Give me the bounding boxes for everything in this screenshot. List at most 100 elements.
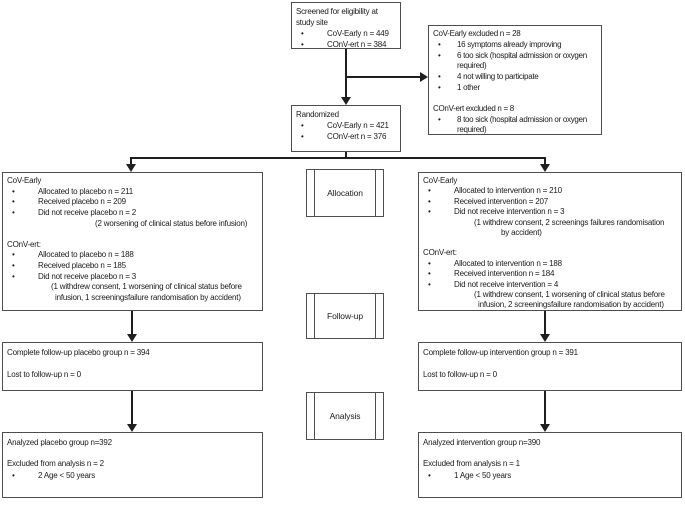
stage-label: Analysis bbox=[314, 393, 376, 439]
randomized-box: Randomized•CoV-Early n = 421•COnV-ert n … bbox=[291, 105, 401, 152]
arrow-down-icon bbox=[126, 164, 136, 172]
bullet-line: • Received placebo n = 185 bbox=[5, 261, 260, 272]
text-line: Excluded from analysis n = 2 bbox=[7, 459, 104, 469]
bullet-dot-icon: • bbox=[12, 260, 15, 270]
bullet-dot-icon: • bbox=[428, 470, 431, 480]
text-line: study site bbox=[296, 18, 328, 27]
text-line: (1 withdrew consent, 1 worsening of clin… bbox=[51, 282, 242, 292]
analysis-intervention-box: Analyzed intervention group n=390 Exclud… bbox=[418, 432, 682, 498]
connector-randomization-split bbox=[131, 157, 546, 159]
bullet-text: 8 too sick (hospital admission or oxygen bbox=[457, 114, 587, 124]
bullet-text: Received placebo n = 209 bbox=[38, 197, 126, 207]
bullet-text: 4 not willing to participate bbox=[457, 72, 539, 82]
bullet-dot-icon: • bbox=[12, 470, 15, 480]
connector-split-right-stub bbox=[544, 157, 546, 165]
bullet-dot-icon: • bbox=[301, 121, 304, 130]
bullet-text: 6 too sick (hospital admission or oxygen bbox=[457, 50, 587, 60]
bullet-text: Allocated to intervention n = 210 bbox=[454, 186, 562, 196]
text-line: (1 withdrew consent, 1 worsening of clin… bbox=[474, 290, 665, 300]
bullet-line: • Allocated to intervention n = 210 bbox=[421, 186, 679, 196]
connector-screened-to-randomized bbox=[345, 49, 347, 98]
bullet-text: Allocated to placebo n = 188 bbox=[38, 250, 134, 260]
bullet-text: Allocated to intervention n = 188 bbox=[454, 258, 562, 268]
bullet-line: • Received intervention = 207 bbox=[421, 197, 679, 207]
arrow-down-icon bbox=[127, 334, 137, 342]
text-line: Complete follow-up intervention group n … bbox=[423, 348, 578, 357]
bullet-text: Received placebo n = 185 bbox=[38, 260, 126, 270]
stage-label: Follow-up bbox=[314, 294, 376, 338]
bullet-dot-icon: • bbox=[12, 271, 15, 281]
bullet-line: • COnV-ert n = 376 bbox=[294, 131, 398, 142]
bullet-dot-icon: • bbox=[438, 72, 441, 82]
bullet-dot-icon: • bbox=[301, 40, 304, 49]
stage-label: Allocation bbox=[314, 170, 376, 216]
bullet-text: Did not receive intervention = 4 bbox=[454, 279, 559, 289]
followup-placebo-box: Complete follow-up placebo group n = 394… bbox=[2, 342, 263, 391]
bullet-text: Received intervention = 207 bbox=[454, 196, 548, 206]
bullet-dot-icon: • bbox=[438, 39, 441, 49]
bullet-line: • 16 symptoms already improving bbox=[431, 40, 599, 51]
connector-randomized-stub bbox=[345, 152, 347, 158]
text-line: Lost to follow-up n = 0 bbox=[423, 369, 497, 379]
bullet-text: COnV-ert n = 376 bbox=[327, 132, 387, 141]
followup-intervention-box: Complete follow-up intervention group n … bbox=[418, 342, 682, 391]
bullet-text: Did not receive placebo n = 2 bbox=[38, 208, 137, 218]
bullet-text: Did not receive intervention n = 3 bbox=[454, 207, 565, 217]
bullet-dot-icon: • bbox=[12, 250, 15, 260]
bullet-text: 16 symptoms already improving bbox=[457, 39, 562, 49]
text-line: Excluded from analysis n = 1 bbox=[423, 459, 520, 469]
bullet-line: •Did not receive placebo n = 3 bbox=[5, 272, 260, 283]
text-line bbox=[421, 359, 679, 369]
arrow-down-icon bbox=[540, 334, 550, 342]
bullet-line: •Received intervention n = 184 bbox=[421, 269, 679, 279]
bullet-dot-icon: • bbox=[428, 196, 431, 206]
bullet-line: •2 Age < 50 years bbox=[5, 470, 260, 481]
text-line bbox=[431, 94, 599, 104]
arrow-right-icon bbox=[420, 72, 428, 82]
text-line: CoV-Early bbox=[7, 176, 42, 185]
text-line bbox=[421, 448, 679, 458]
bullet-line: •Allocated to placebo n = 211 bbox=[5, 187, 260, 198]
bullet-dot-icon: • bbox=[428, 186, 431, 196]
bullet-line: •1 other bbox=[431, 83, 599, 94]
text-line bbox=[5, 359, 260, 369]
text-line: CoV-Early excluded n = 28 bbox=[433, 29, 521, 38]
text-line: Analyzed intervention group n=390 bbox=[423, 438, 541, 447]
connector-allocright-to-followup bbox=[544, 311, 546, 335]
bullet-dot-icon: • bbox=[12, 186, 15, 196]
text-line: Lost to follow-up n = 0 bbox=[7, 369, 81, 379]
bullet-line: •8 too sick (hospital admission or oxyge… bbox=[431, 115, 599, 126]
bullet-line: •Received placebo n = 209 bbox=[5, 197, 260, 208]
bullet-dot-icon: • bbox=[12, 208, 15, 218]
arrow-down-icon bbox=[341, 97, 351, 105]
analysis-placebo-box: Analyzed placebo group n=392 Excluded fr… bbox=[2, 432, 263, 498]
text-line: infusion, 1 screeningsfailure randomisat… bbox=[55, 293, 241, 303]
text-line: by accident) bbox=[501, 228, 542, 238]
connector-allocleft-to-followup bbox=[131, 311, 133, 335]
text-line bbox=[421, 238, 679, 248]
bullet-dot-icon: • bbox=[438, 82, 441, 92]
text-line: required) bbox=[457, 125, 487, 135]
bullet-text: 1 Age < 50 years bbox=[454, 470, 512, 480]
text-line: (1 withdrew consent, 2 screenings failur… bbox=[474, 217, 665, 227]
bullet-dot-icon: • bbox=[438, 50, 441, 60]
bullet-dot-icon: • bbox=[428, 269, 431, 279]
bullet-line: •Did not receive intervention n = 3 bbox=[421, 207, 679, 217]
bullet-text: CoV-Early n = 449 bbox=[327, 29, 389, 38]
bullet-line: •COnV-ert n = 384 bbox=[294, 39, 398, 49]
arrow-down-icon bbox=[540, 424, 550, 432]
text-line bbox=[5, 448, 260, 458]
bullet-line: •CoV-Early n = 421 bbox=[294, 120, 398, 131]
text-line: CoV-Early bbox=[423, 176, 458, 185]
connector-branch-to-excluded bbox=[346, 76, 420, 78]
text-line bbox=[5, 230, 260, 240]
bullet-line: • Allocated to intervention n = 188 bbox=[421, 259, 679, 269]
text-line: COnV-ert: bbox=[423, 248, 457, 258]
text-line: infusion, 2 screeningsfailure randomisat… bbox=[478, 300, 664, 310]
bullet-dot-icon: • bbox=[301, 132, 304, 141]
bullet-line: • Allocated to placebo n = 188 bbox=[5, 250, 260, 261]
text-line: required) bbox=[457, 61, 487, 71]
bullet-dot-icon: • bbox=[428, 258, 431, 268]
arrow-down-icon bbox=[127, 424, 137, 432]
stage-box-allocation: Allocation bbox=[306, 169, 384, 217]
